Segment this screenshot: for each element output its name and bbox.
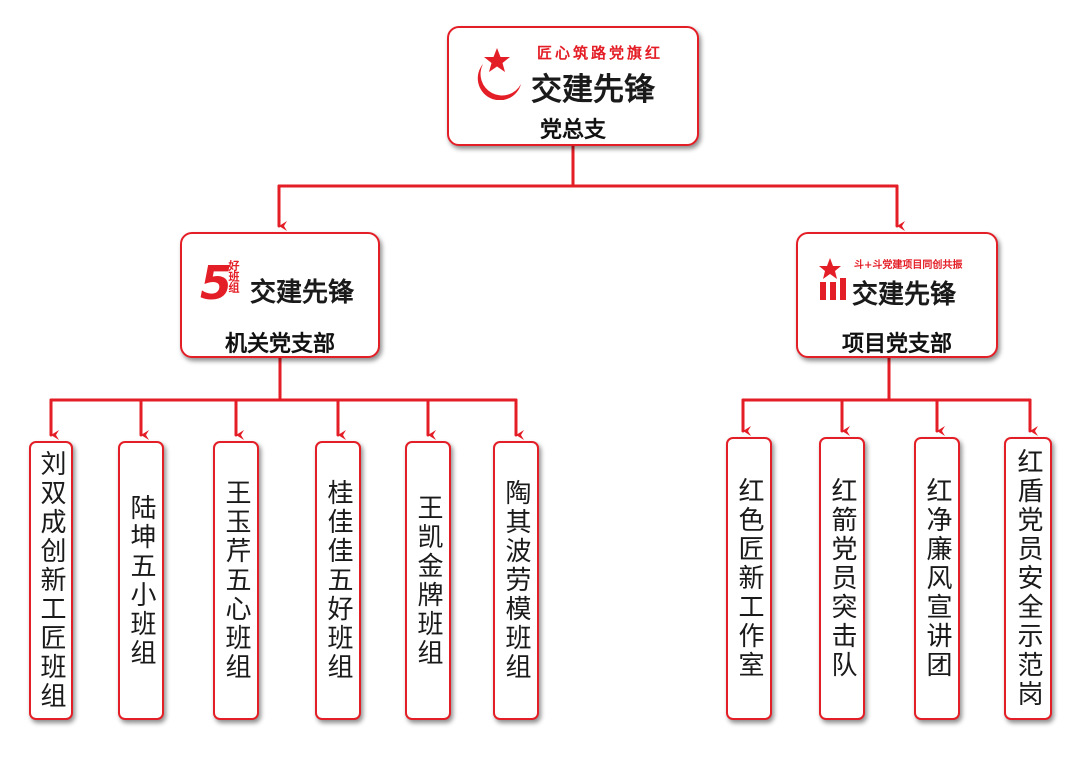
branch-node-1: 5 好班组 交建先锋 机关党支部 [180, 232, 380, 358]
team-node: 王凯金牌班组 [405, 441, 451, 720]
root-label: 党总支 [539, 118, 606, 143]
team-name: 红盾党员安全示范岗 [1013, 448, 1043, 709]
team-node: 红箭党员突击队 [819, 437, 865, 720]
star-badge-icon [819, 258, 846, 300]
team-name: 红净廉风宣讲团 [922, 477, 952, 680]
team-name: 红色匠新工作室 [734, 477, 764, 680]
five-badge-icon: 5 [200, 256, 233, 310]
team-node: 红净廉风宣讲团 [914, 437, 960, 720]
branch-node-2: 斗+斗党建项目同创共振 交建先锋 项目党支部 [796, 232, 998, 358]
root-logo: 匠心筑路党旗红 交建先锋 [467, 38, 683, 108]
team-name: 红箭党员突击队 [827, 477, 857, 680]
team-name: 陆坤五小班组 [126, 493, 156, 668]
team-node: 红色匠新工作室 [726, 437, 772, 720]
branch-1-badge-text: 好班组 [227, 260, 240, 293]
branch-1-label: 机关党支部 [224, 332, 335, 357]
root-logo-text: 交建先锋 [531, 72, 655, 108]
branch-2-logo-text: 交建先锋 [852, 280, 957, 310]
team-node: 红盾党员安全示范岗 [1004, 437, 1052, 720]
branch-2-label: 项目党支部 [841, 332, 952, 357]
team-node: 陆坤五小班组 [118, 441, 164, 720]
star-crescent-icon [477, 48, 521, 100]
team-name: 王玉芹五心班组 [221, 479, 251, 682]
team-name: 桂佳佳五好班组 [323, 479, 353, 682]
team-node: 刘双成创新工匠班组 [29, 441, 73, 720]
root-node: 匠心筑路党旗红 交建先锋 党总支 [447, 26, 699, 146]
team-node: 王玉芹五心班组 [213, 441, 259, 720]
team-node: 桂佳佳五好班组 [315, 441, 361, 720]
team-name: 王凯金牌班组 [413, 493, 443, 668]
team-name: 刘双成创新工匠班组 [36, 450, 66, 711]
branch-1-logo-text: 交建先锋 [250, 278, 355, 308]
team-node: 陶其波劳模班组 [493, 441, 539, 720]
branch-2-badge-text: 斗+斗党建项目同创共振 [854, 260, 963, 271]
team-name: 陶其波劳模班组 [501, 479, 531, 682]
root-slogan: 匠心筑路党旗红 [537, 44, 664, 62]
branch-1-logo: 5 好班组 交建先锋 [194, 256, 374, 318]
branch-2-logo: 斗+斗党建项目同创共振 交建先锋 [810, 250, 992, 312]
